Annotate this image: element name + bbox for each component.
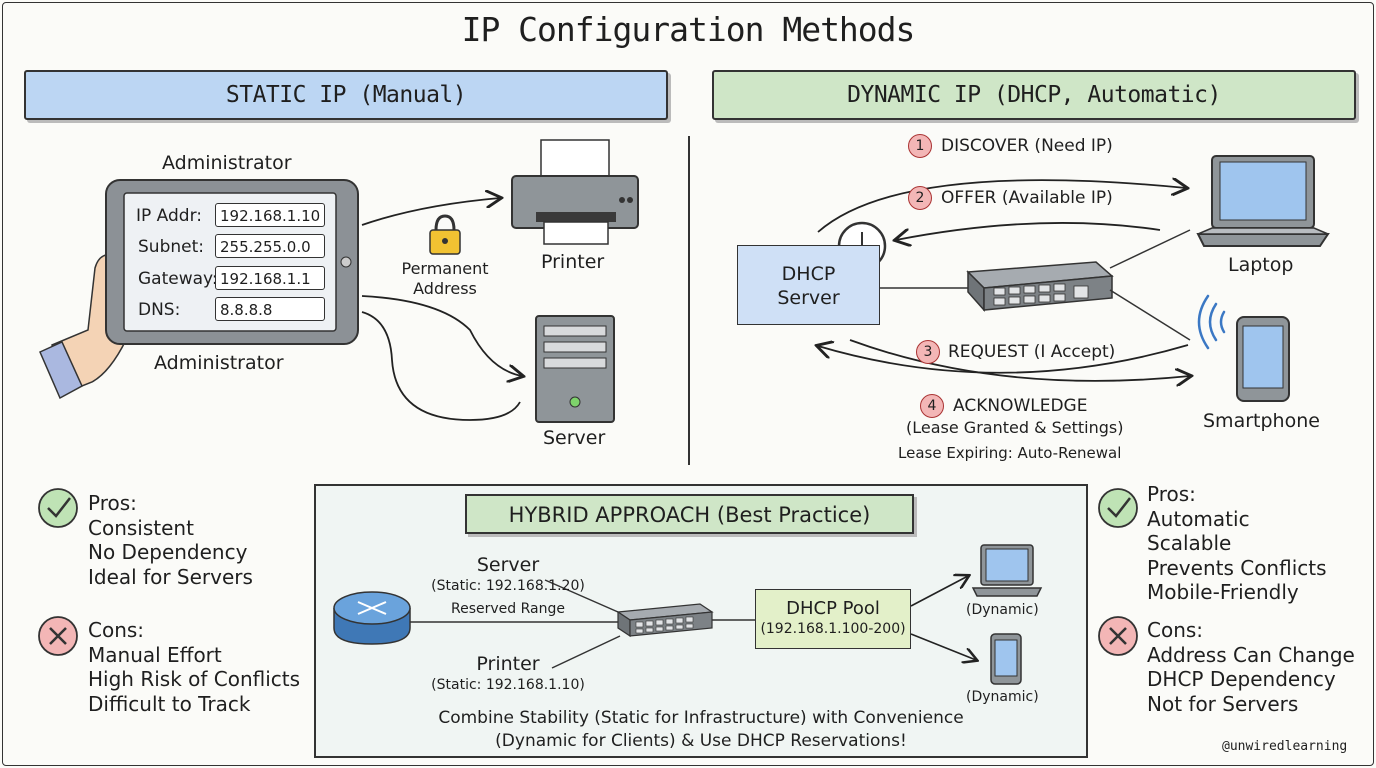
dhcp-server-box: DHCP Server	[737, 245, 880, 325]
smartphone-label: Smartphone	[1203, 410, 1320, 432]
cons-item: DHCP Dependency	[1147, 667, 1336, 691]
ip-addr-label: IP Addr:	[136, 206, 202, 226]
pros-check-icon-right	[1098, 488, 1138, 528]
hybrid-server-label: Server	[476, 554, 540, 576]
pros-item: Mobile-Friendly	[1147, 580, 1299, 604]
step-4-subtext: (Lease Granted & Settings)	[906, 418, 1124, 437]
static-cons: Cons: Manual Effort High Risk of Conflic…	[88, 618, 300, 716]
cons-item: Not for Servers	[1147, 691, 1299, 716]
dynamic-cons: Cons: Address Can Change DHCP Dependency…	[1147, 618, 1355, 716]
dynamic-ip-banner: DYNAMIC IP (DHCP, Automatic)	[712, 70, 1356, 120]
laptop-label: Laptop	[1228, 254, 1294, 276]
pros-item: Scalable	[1147, 531, 1232, 555]
page-title: IP Configuration Methods	[461, 10, 916, 49]
server-label: Server	[777, 287, 840, 309]
dynamic-label-bottom: (Dynamic)	[966, 689, 1039, 705]
hybrid-printer-static: (Static: 192.168.1.10)	[431, 677, 585, 693]
hybrid-printer-label: Printer	[476, 653, 540, 675]
pros-title: Pros:	[1147, 482, 1196, 506]
arrow-to-server	[361, 295, 522, 376]
hybrid-summary-line2: (Dynamic for Clients) & Use DHCP Reserva…	[495, 731, 907, 751]
subnet-label: Subnet:	[138, 237, 204, 257]
dynamic-pros: Pros: Automatic Scalable Prevents Confli…	[1147, 482, 1327, 605]
ip-addr-field[interactable]: 192.168.1.10	[215, 203, 325, 227]
step-2-text: OFFER (Available IP)	[941, 188, 1113, 208]
administrator-label-bottom: Administrator	[154, 352, 284, 374]
hybrid-server-static: (Static: 192.168.1.20)	[431, 578, 585, 594]
dhcp-pool-box: DHCP Pool (192.168.1.100-200)	[755, 589, 911, 649]
hybrid-title: HYBRID APPROACH (Best Practice)	[465, 494, 914, 534]
cons-item: Address Can Change	[1147, 642, 1355, 667]
step-2-badge: 2	[908, 186, 932, 210]
switch-icon	[966, 261, 1114, 312]
cons-x-icon-right	[1098, 616, 1138, 656]
cons-item: High Risk of Conflicts	[88, 667, 301, 691]
cons-title: Cons:	[1147, 618, 1204, 642]
step-4-badge: 4	[920, 394, 944, 418]
server-icon	[535, 315, 615, 423]
pros-item: Automatic	[1147, 506, 1250, 531]
permanent-label: Permanent	[401, 259, 489, 278]
request-arrow	[818, 345, 1189, 374]
pros-item: No Dependency	[88, 540, 248, 564]
cons-item: Difficult to Track	[88, 691, 251, 716]
acknowledge-arrow	[849, 339, 1190, 381]
dhcp-label: DHCP	[781, 263, 836, 285]
arrow-to-printer	[361, 198, 500, 226]
printer-icon	[511, 139, 639, 245]
watermark: @unwiredlearning	[1222, 739, 1348, 754]
dns-field[interactable]: 8.8.8.8	[215, 297, 325, 321]
pros-check-icon-left	[38, 488, 78, 528]
address-label: Address	[413, 279, 477, 298]
server-label: Server	[543, 427, 606, 449]
lease-note: Lease Expiring: Auto-Renewal	[898, 444, 1122, 462]
gateway-label: Gateway:	[138, 269, 218, 289]
pros-item: Ideal for Servers	[88, 564, 253, 589]
dns-label: DNS:	[138, 300, 181, 320]
pros-title: Pros:	[88, 491, 137, 515]
cons-item: Manual Effort	[88, 642, 222, 667]
dhcp-pool-range: (192.168.1.100-200)	[760, 621, 906, 637]
step-3-text: REQUEST (I Accept)	[948, 342, 1116, 362]
cons-x-icon-left	[38, 616, 78, 656]
step-3-badge: 3	[916, 340, 940, 364]
cable-to-server	[361, 311, 521, 421]
pros-item: Prevents Conflicts	[1147, 555, 1327, 580]
offer-arrow	[896, 222, 1161, 240]
reserved-range-label: Reserved Range	[451, 601, 565, 617]
sleeve-icon	[39, 341, 83, 400]
step-1-badge: 1	[908, 134, 932, 158]
static-ip-banner: STATIC IP (Manual)	[24, 70, 668, 120]
step-4-text: ACKNOWLEDGE	[953, 396, 1088, 416]
discover-arrow	[817, 180, 1186, 233]
hybrid-summary-line1: Combine Stability (Static for Infrastruc…	[438, 708, 964, 728]
administrator-label-top: Administrator	[162, 152, 292, 174]
printer-label: Printer	[541, 251, 605, 273]
step-1-text: DISCOVER (Need IP)	[941, 136, 1113, 156]
dhcp-pool-label: DHCP Pool	[786, 598, 880, 619]
cons-title: Cons:	[88, 618, 145, 642]
smartphone-icon	[1236, 316, 1290, 402]
laptop-icon	[1196, 155, 1330, 247]
lock-icon	[429, 214, 461, 255]
gateway-field[interactable]: 192.168.1.1	[215, 266, 325, 290]
dynamic-label-top: (Dynamic)	[966, 602, 1039, 618]
subnet-field[interactable]: 255.255.0.0	[215, 234, 325, 258]
wifi-icon	[1197, 294, 1226, 350]
static-pros: Pros: Consistent No Dependency Ideal for…	[88, 491, 253, 589]
pros-item: Consistent	[88, 515, 194, 540]
